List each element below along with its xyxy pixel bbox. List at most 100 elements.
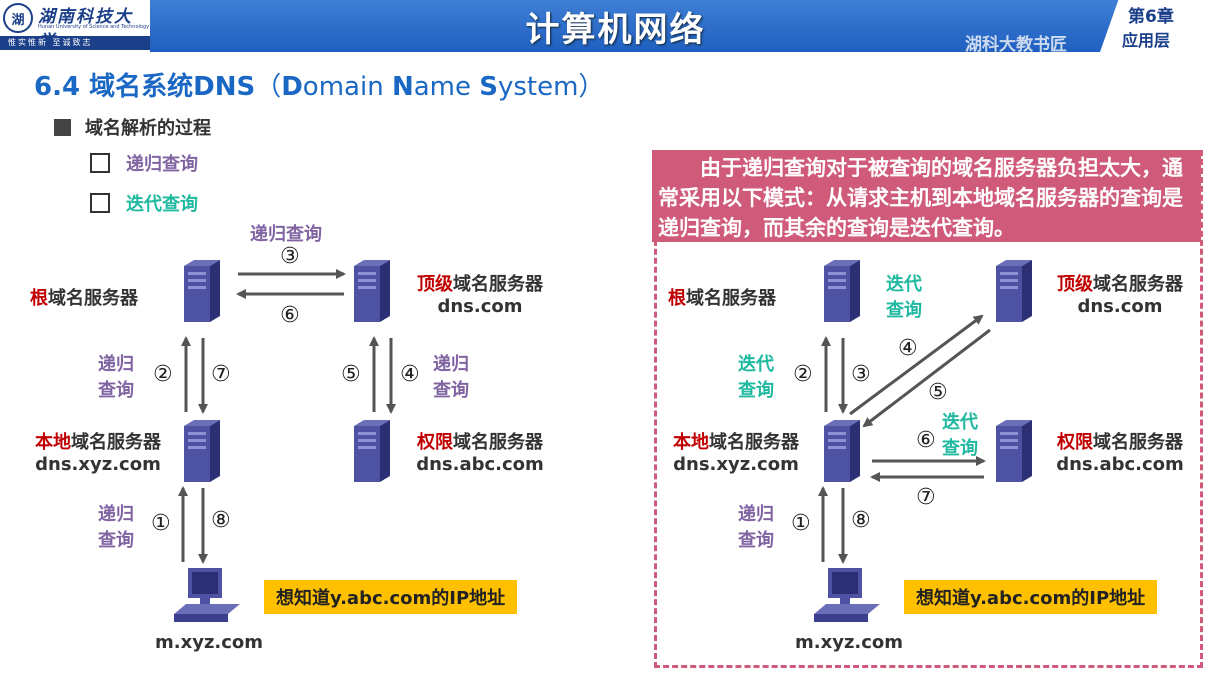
local-highlight: 本地 <box>35 432 71 453</box>
step-1: ① <box>151 511 171 536</box>
right-iterative-label-a: 迭代查询 <box>886 274 922 321</box>
chapter-name: 应用层 <box>1122 31 1171 50</box>
callout-note: 由于递归查询对于被查询的域名服务器负担太大，通常采用以下模式：从请求主机到本地域… <box>652 150 1201 242</box>
server-icon <box>996 260 1032 322</box>
left-query-note: 想知道y.abc.com的IP地址 <box>264 580 518 614</box>
auth-highlight: 权限 <box>1057 432 1093 453</box>
step-4: ④ <box>400 362 420 387</box>
paren-open: （ <box>255 72 282 102</box>
university-emblem-icon: 湖 <box>3 3 33 33</box>
right-query-note: 想知道y.abc.com的IP地址 <box>904 580 1158 614</box>
letter-d: D <box>281 72 303 102</box>
local-domain: dns.xyz.com <box>673 454 799 475</box>
tld-label-rest: 域名服务器 <box>1093 274 1183 295</box>
tld-highlight: 顶级 <box>417 274 453 295</box>
server-icon <box>824 260 860 322</box>
logo-english-name: Hunan University of Science and Technolo… <box>38 24 150 30</box>
left-recursive-label-b: 递归查询 <box>433 354 469 401</box>
right-iterative-label-c: 迭代查询 <box>942 412 978 459</box>
root-highlight: 根 <box>668 288 686 309</box>
university-logo: 湖 湖南科技大学 Hunan University of Science and… <box>0 0 150 52</box>
step-8: ⑧ <box>211 508 231 533</box>
step-6: ⑥ <box>916 428 936 453</box>
local-domain: dns.xyz.com <box>35 454 161 475</box>
right-recursive-label: 递归查询 <box>738 504 774 551</box>
step-1: ① <box>791 511 811 536</box>
right-iterative-label-b: 迭代查询 <box>738 354 774 401</box>
auth-label-rest: 域名服务器 <box>453 432 543 453</box>
checkbox-icon <box>90 193 110 213</box>
tld-highlight: 顶级 <box>1057 274 1093 295</box>
tld-domain: dns.com <box>437 296 523 317</box>
tld-domain: dns.com <box>1077 296 1163 317</box>
header-bar <box>0 0 1231 52</box>
local-label-rest: 域名服务器 <box>71 432 161 453</box>
auth-domain: dns.abc.com <box>1056 454 1184 475</box>
left-recursive-label-a: 递归查询 <box>98 354 134 401</box>
right-root-server-label: 根域名服务器 <box>668 284 776 310</box>
bullet-recursive: 递归查询 <box>90 150 198 176</box>
step-7: ⑦ <box>916 485 936 510</box>
left-root-server-label: 根域名服务器 <box>30 284 138 310</box>
left-recursive-label-c: 递归查询 <box>98 504 134 551</box>
server-icon <box>354 260 390 322</box>
course-title: 计算机网络 <box>525 10 706 50</box>
paren-close: ） <box>578 72 605 102</box>
tld-label-rest: 域名服务器 <box>453 274 543 295</box>
step-3: ③ <box>280 244 300 269</box>
arrow-right-4 <box>849 314 984 416</box>
word-omain: omain <box>302 72 392 102</box>
step-8: ⑧ <box>851 508 871 533</box>
letter-n: N <box>391 72 414 102</box>
root-label-rest: 域名服务器 <box>48 288 138 309</box>
left-host-label: m.xyz.com <box>155 632 264 653</box>
auth-label-rest: 域名服务器 <box>1093 432 1183 453</box>
logo-motto: 惟实惟新 至诚致志 <box>0 36 150 50</box>
word-ame: ame <box>413 72 480 102</box>
word-ystem: ystem <box>497 72 579 102</box>
computer-icon <box>174 568 240 622</box>
root-highlight: 根 <box>30 288 48 309</box>
step-3: ③ <box>851 362 871 387</box>
chapter-badge <box>1100 0 1231 52</box>
step-2: ② <box>153 362 173 387</box>
auth-highlight: 权限 <box>417 432 453 453</box>
filled-square-icon <box>54 119 71 136</box>
watermark: 湖科大教书匠 <box>965 35 1067 55</box>
letter-s: S <box>479 72 498 102</box>
section-title: 6.4 域名系统DNS（Domain Name System） <box>34 66 604 103</box>
chapter-number: 第6章 <box>1128 7 1174 27</box>
step-6: ⑥ <box>280 303 300 328</box>
local-label-rest: 域名服务器 <box>709 432 799 453</box>
bullet-main-label: 域名解析的过程 <box>85 118 211 139</box>
step-2: ② <box>793 362 813 387</box>
step-5: ⑤ <box>341 362 361 387</box>
bullet-iterative: 迭代查询 <box>90 190 198 216</box>
step-7: ⑦ <box>211 362 231 387</box>
server-icon <box>996 420 1032 482</box>
server-icon <box>184 420 220 482</box>
bullet-resolution-process: 域名解析的过程 <box>54 114 211 140</box>
server-icon <box>354 420 390 482</box>
right-host-label: m.xyz.com <box>795 632 904 653</box>
bullet-iterative-label: 迭代查询 <box>126 194 198 215</box>
arrow-right-5 <box>862 328 991 428</box>
computer-icon <box>814 568 880 622</box>
server-icon <box>184 260 220 322</box>
auth-domain: dns.abc.com <box>416 454 544 475</box>
step-4: ④ <box>898 336 918 361</box>
section-number: 6.4 域名系统DNS <box>34 72 256 102</box>
bullet-recursive-label: 递归查询 <box>126 154 198 175</box>
checkbox-icon <box>90 153 110 173</box>
root-label-rest: 域名服务器 <box>686 288 776 309</box>
step-5: ⑤ <box>928 380 948 405</box>
local-highlight: 本地 <box>673 432 709 453</box>
left-recursive-label-top: 递归查询 <box>250 224 322 245</box>
